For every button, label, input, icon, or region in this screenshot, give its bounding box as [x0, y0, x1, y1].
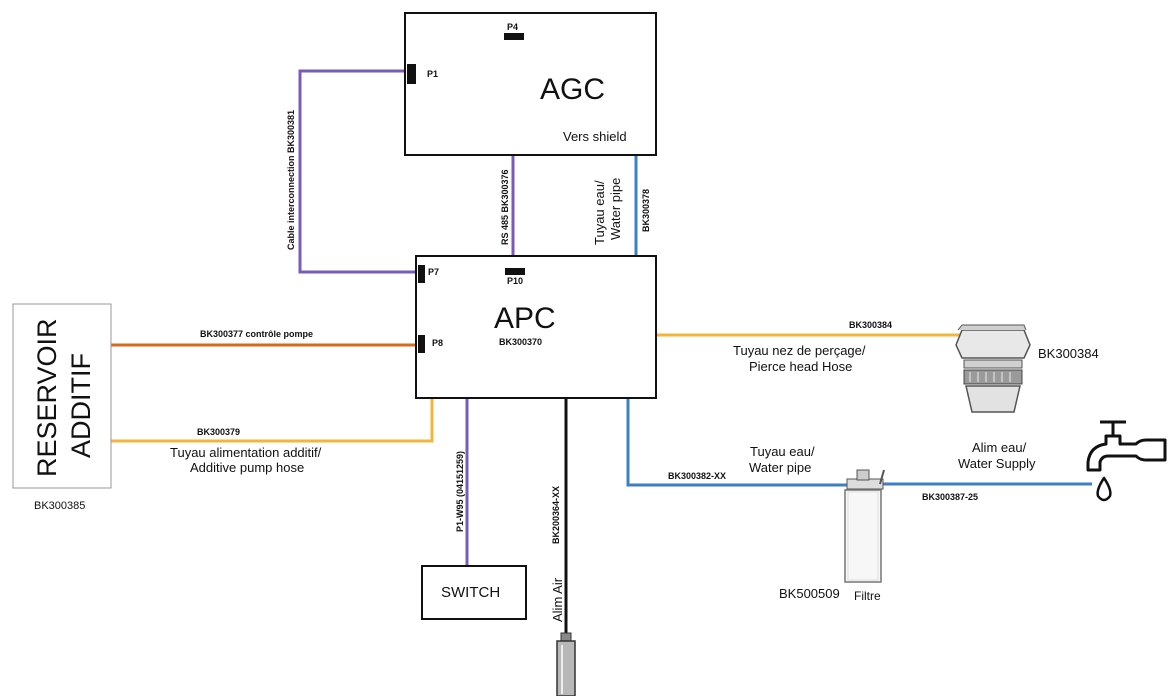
filter-water-pipe	[626, 398, 850, 487]
supply-code-label: BK300387-25	[922, 492, 978, 502]
port-p10-connector	[505, 268, 525, 275]
interconnection-cable-label: Cable interconnection BK300381	[286, 110, 296, 250]
port-p4-connector	[504, 33, 524, 40]
water2-fr-label: Tuyau eau/	[750, 444, 815, 459]
agc-title: AGC	[540, 73, 605, 106]
port-p8-connector	[418, 335, 425, 353]
apc-code: BK300370	[499, 337, 542, 347]
filter-name-label: Filtre	[854, 589, 881, 603]
additive-pump-hose	[110, 398, 434, 443]
reservoir-box	[12, 303, 112, 489]
switch-cable-label: P1-W95 (04151259)	[455, 451, 465, 532]
pierce-head-icon	[955, 324, 1031, 413]
supply-fr-label: Alim eau/	[972, 440, 1027, 455]
port-p4-label: P4	[507, 22, 518, 32]
pierce-part-code-label: BK300384	[1038, 346, 1099, 361]
switch-label: SWITCH	[441, 584, 500, 601]
water2-en-label: Water pipe	[749, 460, 811, 475]
agc-box	[404, 12, 657, 156]
pierce-en-label: Pierce head Hose	[749, 359, 852, 374]
additive-code-label: BK300379	[197, 427, 240, 437]
pump-control-label: BK300377 contrôle pompe	[200, 329, 313, 339]
reservoir-line1: RESERVOIR	[32, 318, 62, 477]
port-p7-connector	[418, 265, 425, 283]
port-p1-connector	[407, 64, 416, 84]
filter-code-label: BK500509	[779, 586, 840, 601]
air-cable-label: BK200364-XX	[551, 486, 561, 544]
switch-box	[421, 565, 527, 620]
vers-shield-label: Vers shield	[563, 129, 627, 144]
port-p10-label: P10	[507, 276, 523, 286]
water-tap-icon	[1086, 420, 1167, 502]
water-pipe-en-label: Water pipe	[608, 178, 623, 240]
apc-box	[415, 255, 657, 399]
water2-code-label: BK300382-XX	[668, 471, 726, 481]
reservoir-code: BK300385	[34, 500, 85, 512]
air-fitting-icon	[556, 632, 576, 696]
interconnection-cable	[298, 69, 418, 274]
port-p8-label: P8	[432, 338, 443, 348]
supply-en-label: Water Supply	[958, 456, 1036, 471]
water-pipe-fr-label: Tuyau eau/	[592, 180, 607, 245]
additive-fr-label: Tuyau alimentation additif/	[170, 445, 322, 460]
water-filter-icon	[844, 469, 885, 583]
pierce-code-label: BK300384	[849, 320, 892, 330]
additive-en-label: Additive pump hose	[190, 460, 304, 475]
apc-title: APC	[494, 302, 556, 335]
port-p1-label: P1	[427, 69, 438, 79]
port-p7-label: P7	[428, 267, 439, 277]
reservoir-line2: ADDITIF	[66, 353, 96, 458]
rs485-cable-label: RS 485 BK300376	[500, 169, 510, 245]
water-pipe-code-label: BK300378	[641, 189, 651, 232]
pierce-fr-label: Tuyau nez de perçage/	[733, 343, 866, 358]
air-supply-label: Alim Air	[550, 577, 565, 622]
